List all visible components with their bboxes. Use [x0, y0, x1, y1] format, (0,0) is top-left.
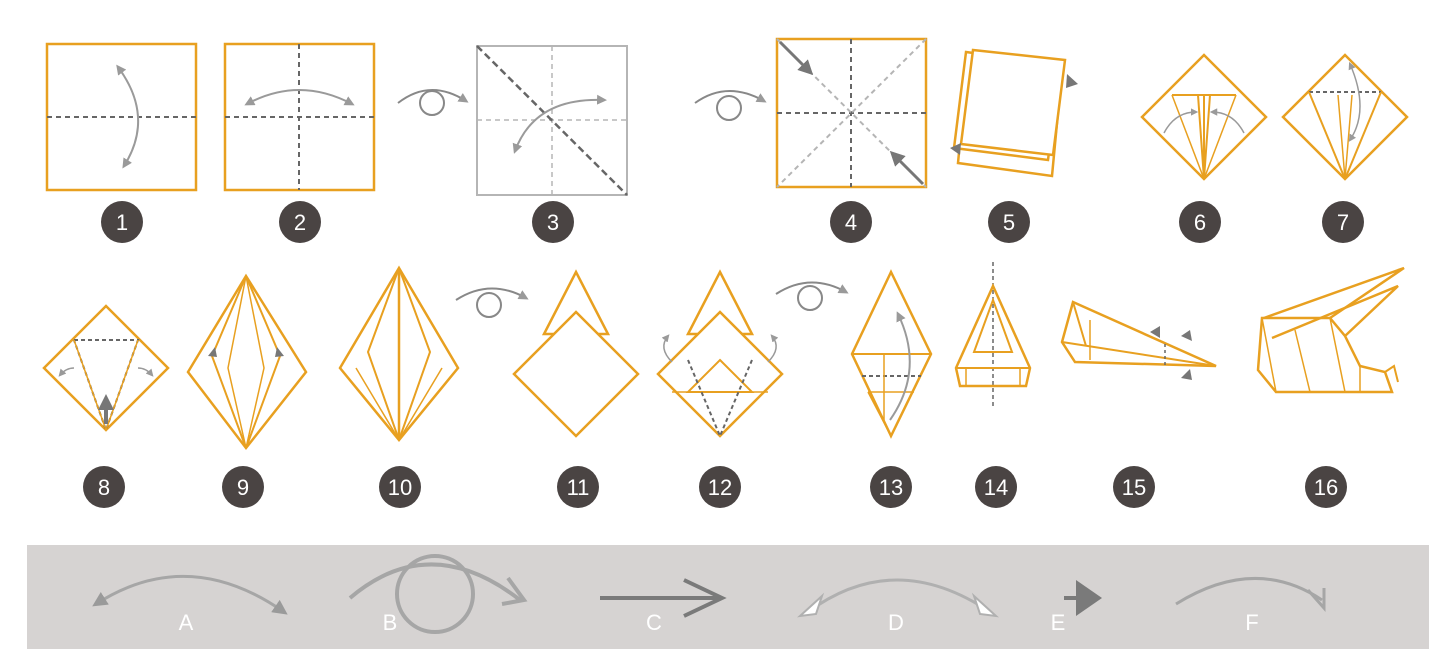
- svg-text:4: 4: [845, 210, 857, 235]
- svg-text:9: 9: [237, 475, 249, 500]
- step-badge: 3: [532, 201, 574, 243]
- legend-label-a: A: [179, 610, 194, 635]
- step-13-diagram: [852, 272, 931, 436]
- step-badge: 5: [988, 201, 1030, 243]
- step-badge: 9: [222, 466, 264, 508]
- step-12-diagram: [658, 272, 782, 436]
- step-5-diagram: [950, 50, 1078, 176]
- step-badge: 15: [1113, 466, 1155, 508]
- step-badge: 7: [1322, 201, 1364, 243]
- step-9-diagram: [188, 276, 306, 448]
- step-badge: 6: [1179, 201, 1221, 243]
- svg-text:13: 13: [879, 475, 903, 500]
- step-badge: 10: [379, 466, 421, 508]
- legend-label-d: D: [888, 610, 904, 635]
- svg-text:2: 2: [294, 210, 306, 235]
- step-4-diagram: [777, 39, 926, 187]
- legend-label-f: F: [1245, 610, 1258, 635]
- turn-over-icon: [695, 91, 764, 120]
- step-badge: 8: [83, 466, 125, 508]
- step-1-diagram: [47, 44, 196, 190]
- svg-text:1: 1: [116, 210, 128, 235]
- svg-text:12: 12: [708, 475, 732, 500]
- step-badge: 1: [101, 201, 143, 243]
- step-badge: 13: [870, 466, 912, 508]
- step-badge: 2: [279, 201, 321, 243]
- svg-text:7: 7: [1337, 210, 1349, 235]
- step-badge: 14: [975, 466, 1017, 508]
- step-2-diagram: [225, 44, 374, 190]
- step-6-diagram: [1142, 55, 1266, 179]
- turn-over-icon: [398, 90, 466, 115]
- svg-text:16: 16: [1314, 475, 1338, 500]
- turn-over-icon: [776, 282, 846, 310]
- step-14-diagram: [956, 262, 1030, 406]
- step-16-diagram: [1258, 268, 1404, 392]
- step-badge: 16: [1305, 466, 1347, 508]
- svg-text:5: 5: [1003, 210, 1015, 235]
- step-8-diagram: [44, 306, 168, 430]
- step-badge: 11: [557, 466, 599, 508]
- step-3-diagram: [477, 46, 627, 195]
- svg-text:15: 15: [1122, 475, 1146, 500]
- step-15-diagram: [1062, 302, 1216, 380]
- legend-label-b: B: [383, 610, 398, 635]
- svg-text:10: 10: [388, 475, 412, 500]
- svg-text:8: 8: [98, 475, 110, 500]
- step-7-diagram: [1283, 55, 1407, 179]
- step-10-diagram: [340, 268, 458, 440]
- step-badge: 4: [830, 201, 872, 243]
- step-badge: 12: [699, 466, 741, 508]
- legend-label-e: E: [1051, 610, 1066, 635]
- svg-text:14: 14: [984, 475, 1008, 500]
- turn-over-icon: [456, 288, 526, 317]
- svg-text:6: 6: [1194, 210, 1206, 235]
- svg-text:3: 3: [547, 210, 559, 235]
- svg-text:11: 11: [567, 475, 590, 500]
- step-11-diagram: [514, 272, 638, 436]
- legend-bar: A B C D E F: [27, 545, 1429, 649]
- legend-label-c: C: [646, 610, 662, 635]
